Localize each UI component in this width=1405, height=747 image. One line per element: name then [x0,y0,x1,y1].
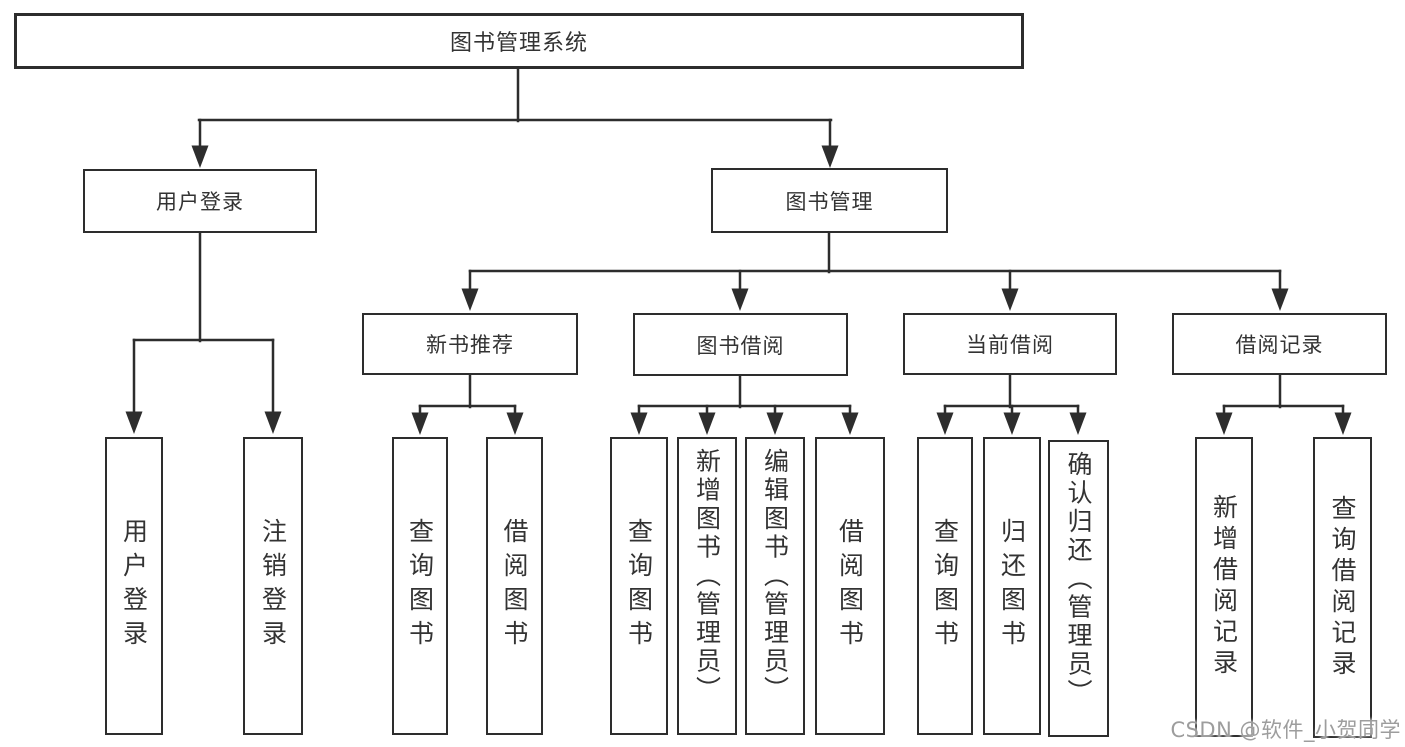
leaf-query-borrow-record-label: 查询借阅记录 [1328,494,1357,681]
node-current-borrowing-label: 当前借阅 [966,333,1054,357]
leaf-return-books: 归还图书 [983,437,1041,735]
leaf-borrow-books: 借阅图书 [815,437,885,735]
leaf-query-books-borrowing: 查询图书 [610,437,668,735]
leaf-query-books-current-label: 查询图书 [930,518,960,654]
leaf-logout: 注销登录 [243,437,303,735]
node-user-login: 用户登录 [83,169,317,233]
leaf-add-borrow-record-label: 新增借阅记录 [1209,494,1239,680]
leaf-add-borrow-record: 新增借阅记录 [1195,437,1253,737]
leaf-borrow-books-recommend-label: 借阅图书 [500,518,529,654]
leaf-query-books-borrowing-label: 查询图书 [624,518,654,654]
leaf-return-books-label: 归还图书 [997,518,1027,654]
node-library-management-system: 图书管理系统 [14,13,1024,69]
node-book-management: 图书管理 [711,168,948,233]
node-book-management-label: 图书管理 [785,189,874,214]
node-new-book-recommendation: 新书推荐 [362,313,578,375]
leaf-add-book-admin-label: 新增图书（管理员） [692,448,722,705]
leaf-confirm-return-admin-label: 确认归还（管理员） [1064,451,1093,708]
leaf-confirm-return-admin: 确认归还（管理员） [1048,440,1109,737]
leaf-borrow-books-recommend: 借阅图书 [486,437,543,735]
leaf-edit-book-admin: 编辑图书（管理员） [745,437,805,735]
leaf-user-login-label: 用户登录 [119,518,149,654]
leaf-user-login: 用户登录 [105,437,163,735]
node-book-borrowing: 图书借阅 [633,313,848,376]
node-book-borrowing-label: 图书借阅 [696,333,785,358]
node-user-login-label: 用户登录 [156,190,244,214]
leaf-logout-label: 注销登录 [258,518,288,654]
leaf-query-books-recommend-label: 查询图书 [405,518,435,654]
node-library-management-system-label: 图书管理系统 [449,31,588,56]
node-borrowing-records: 借阅记录 [1172,313,1387,375]
leaf-edit-book-admin-label: 编辑图书（管理员） [760,448,790,705]
leaf-query-borrow-record: 查询借阅记录 [1313,437,1372,738]
node-borrowing-records-label: 借阅记录 [1235,333,1324,357]
leaf-query-books-current: 查询图书 [917,437,973,735]
leaf-query-books-recommend: 查询图书 [392,437,448,735]
leaf-borrow-books-label: 借阅图书 [835,518,865,654]
node-new-book-recommendation-label: 新书推荐 [426,333,514,357]
leaf-add-book-admin: 新增图书（管理员） [677,437,737,735]
watermark-csdn: CSDN @软件_小贺同学 [1170,718,1401,742]
node-current-borrowing: 当前借阅 [903,313,1117,375]
